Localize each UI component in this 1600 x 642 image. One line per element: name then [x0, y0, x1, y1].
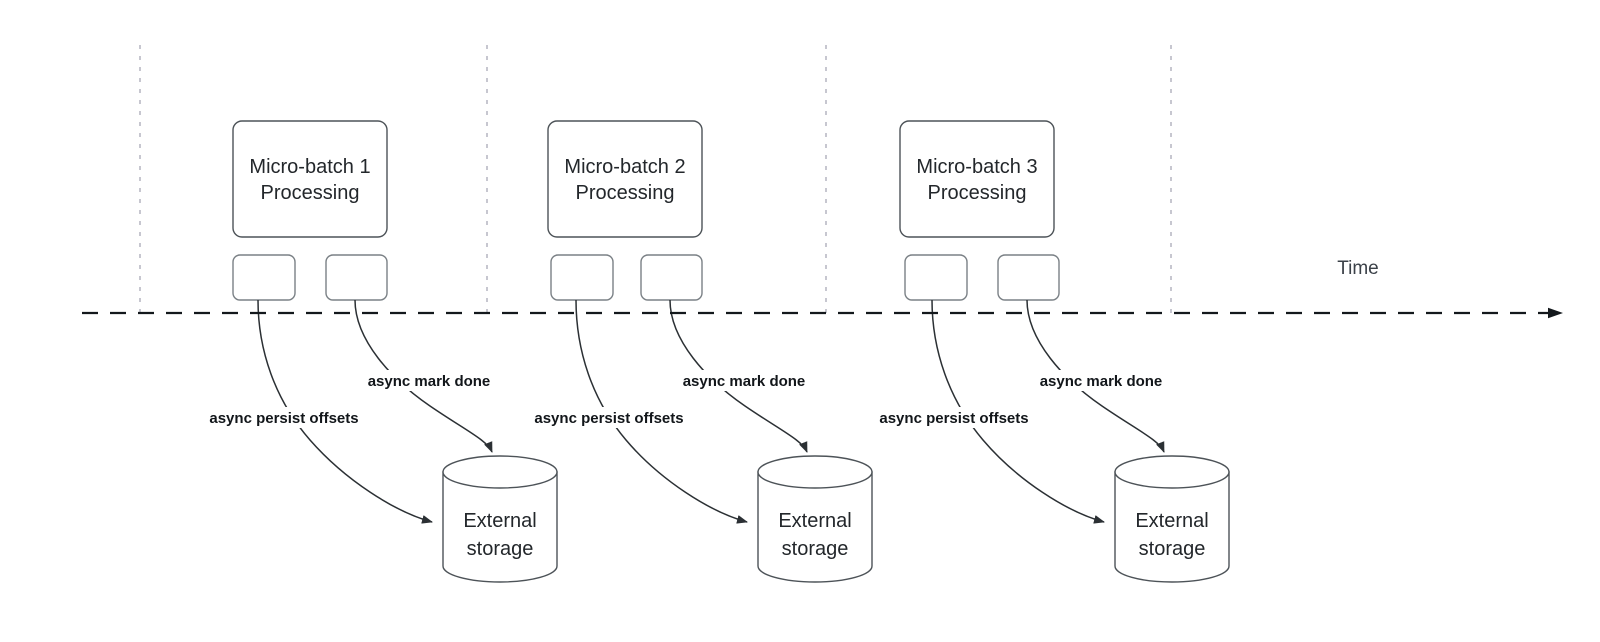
micro-batch-1-task-box-a[interactable]: [232, 254, 296, 301]
external-storage-label-1-line2: storage: [467, 538, 534, 560]
mark-done-label-2: async mark done: [683, 373, 806, 390]
micro-batch-box-3[interactable]: [899, 120, 1055, 238]
micro-batch-group-3: Micro-batch 3 Processing async mark done…: [866, 120, 1230, 583]
external-storage-label-1-line1: External: [463, 510, 536, 532]
mark-done-curve-2: [669, 299, 808, 453]
persist-offsets-label-1: async persist offsets: [209, 410, 358, 427]
external-storage-cylinder-3[interactable]: [1114, 455, 1230, 583]
external-storage-cylinder-1[interactable]: [442, 455, 558, 583]
micro-batch-1-task-box-b[interactable]: [325, 254, 388, 301]
mark-done-label-bg-2: [673, 370, 815, 391]
external-storage-label-3-line1: External: [1135, 510, 1208, 532]
micro-batch-2-task-box-a[interactable]: [550, 254, 614, 301]
micro-batch-group-2: Micro-batch 2 Processing async mark done…: [521, 120, 873, 583]
micro-batch-label-1-line2: Processing: [261, 182, 360, 204]
mark-done-curve-3: [1026, 299, 1165, 453]
mark-done-label-1: async mark done: [368, 373, 491, 390]
persist-offsets-label-bg-2: [521, 407, 697, 428]
micro-batch-box-2[interactable]: [547, 120, 703, 238]
timeline-axis-label: Time: [1337, 258, 1379, 279]
mark-done-curve-1: [354, 299, 493, 453]
micro-batch-3-task-box-a[interactable]: [904, 254, 968, 301]
persist-offsets-label-bg-3: [866, 407, 1042, 428]
persist-offsets-label-3: async persist offsets: [879, 410, 1028, 427]
persist-offsets-curve-2: [575, 299, 748, 524]
micro-batch-3-task-box-b[interactable]: [997, 254, 1060, 301]
micro-batch-2-task-box-b[interactable]: [640, 254, 703, 301]
mark-done-label-3: async mark done: [1040, 373, 1163, 390]
external-storage-label-3-line2: storage: [1139, 538, 1206, 560]
persist-offsets-curve-3: [931, 299, 1105, 524]
micro-batch-group-1: Micro-batch 1 Processing async mark done…: [196, 120, 558, 583]
micro-batch-label-3-line2: Processing: [928, 182, 1027, 204]
external-storage-label-2-line2: storage: [782, 538, 849, 560]
micro-batch-label-3-line1: Micro-batch 3: [916, 156, 1037, 178]
persist-offsets-label-bg-1: [196, 407, 372, 428]
external-storage-label-2-line1: External: [778, 510, 851, 532]
micro-batch-label-2-line2: Processing: [576, 182, 675, 204]
micro-batch-label-1-line1: Micro-batch 1: [249, 156, 370, 178]
persist-offsets-label-2: async persist offsets: [534, 410, 683, 427]
mark-done-label-bg-1: [358, 370, 500, 391]
micro-batch-label-2-line1: Micro-batch 2: [564, 156, 685, 178]
timeline-tick-group: [139, 45, 1172, 313]
external-storage-cylinder-2[interactable]: [757, 455, 873, 583]
micro-batch-box-1[interactable]: [232, 120, 388, 238]
mark-done-label-bg-3: [1030, 370, 1172, 391]
persist-offsets-curve-1: [257, 299, 433, 524]
